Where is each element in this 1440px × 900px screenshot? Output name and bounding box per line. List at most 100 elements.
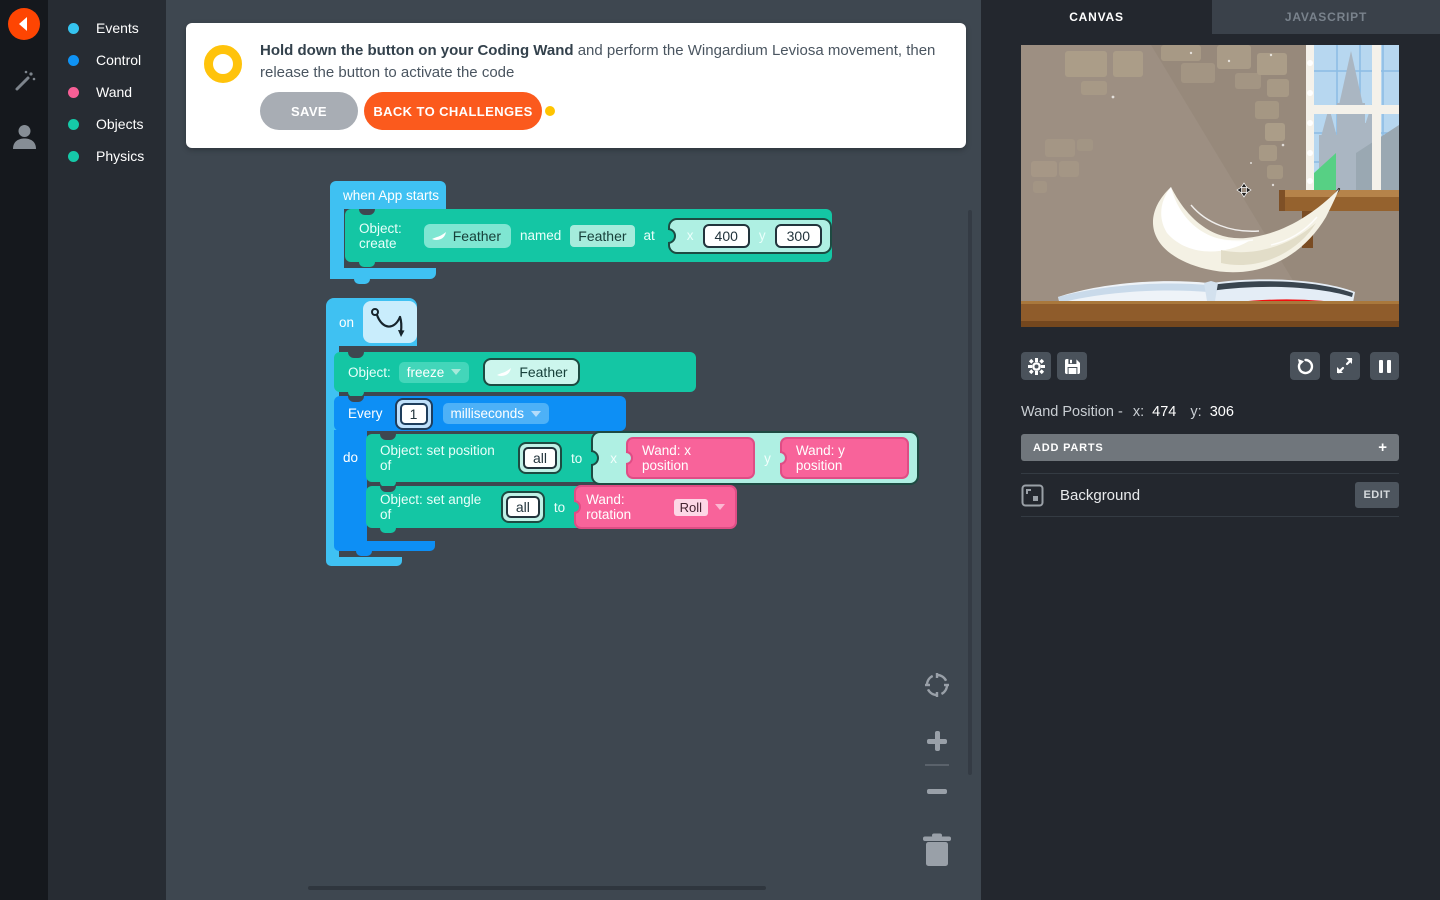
- challenge-instruction: Hold down the button on your Coding Wand…: [260, 40, 936, 84]
- chevron-down-icon: [531, 410, 542, 417]
- every-interval-block[interactable]: Every 1 milliseconds: [334, 396, 626, 431]
- gesture-chip[interactable]: [363, 301, 417, 343]
- named-label: named: [519, 228, 562, 243]
- center-view-button[interactable]: [924, 672, 950, 698]
- block-label: Object: set angle of: [380, 492, 482, 522]
- zoom-out-button[interactable]: [927, 788, 947, 794]
- magic-wand-icon: [15, 70, 36, 91]
- wand-x-position-chip[interactable]: Wand: x position: [626, 437, 756, 479]
- palette-item-control[interactable]: Control: [48, 48, 166, 72]
- palette-item-events[interactable]: Events: [48, 16, 166, 40]
- palette-item-label: Events: [96, 20, 139, 36]
- target-value: all: [523, 447, 558, 469]
- dropdown-value: Feather: [452, 227, 501, 244]
- kano-logo[interactable]: [8, 8, 40, 40]
- rotation-axis-dropdown[interactable]: Roll: [673, 498, 708, 516]
- objects-category-dot: [68, 118, 79, 130]
- object-name-field[interactable]: Feather: [570, 224, 635, 247]
- zoom-divider: [925, 764, 949, 766]
- connector-bump: [354, 279, 370, 284]
- chip-value: Wand: rotation: [586, 492, 632, 522]
- feather-icon: [431, 231, 446, 240]
- on-gesture-block[interactable]: on: [326, 298, 417, 346]
- tab-canvas[interactable]: CANVAS: [1069, 10, 1124, 24]
- when-app-starts-block[interactable]: when App starts: [330, 181, 446, 209]
- y-label: y: [758, 228, 766, 243]
- do-label: do: [342, 450, 359, 465]
- palette-item-physics[interactable]: Physics: [48, 144, 166, 168]
- add-parts-button[interactable]: ADD PARTS +: [1021, 434, 1399, 461]
- instruction-bold: Hold down the button on your Coding Wand: [260, 42, 574, 59]
- interval-unit-dropdown[interactable]: milliseconds: [442, 403, 550, 424]
- target-shield[interactable]: all: [518, 442, 563, 474]
- feather-object-chip[interactable]: Feather: [483, 358, 580, 386]
- connector-bump: [359, 262, 375, 267]
- code-workspace[interactable]: Hold down the button on your Coding Wand…: [166, 0, 981, 900]
- y-label: y:: [1190, 404, 1202, 420]
- x-value-field[interactable]: 400: [702, 223, 750, 248]
- connector-notch: [348, 396, 364, 402]
- save-button[interactable]: SAVE: [260, 92, 358, 130]
- divider: [1021, 516, 1399, 517]
- user-profile-button[interactable]: [0, 118, 48, 154]
- stage-pause-button[interactable]: [1370, 352, 1399, 380]
- set-position-block[interactable]: Object: set position of all to x Wand: x…: [366, 431, 919, 487]
- set-angle-block[interactable]: Object: set angle of all to Wand: rotati…: [366, 485, 737, 533]
- wand-tool-icon[interactable]: [0, 63, 48, 99]
- connector-notch: [380, 486, 396, 492]
- block-label: Object:: [348, 364, 391, 380]
- workspace-vertical-scrollbar[interactable]: [968, 210, 972, 775]
- on-block-foot: [326, 557, 402, 566]
- wand-y-value: 306: [1209, 404, 1234, 420]
- stage-settings-button[interactable]: [1021, 352, 1051, 380]
- physics-category-dot: [68, 150, 79, 162]
- stage-fullscreen-button[interactable]: [1330, 352, 1360, 380]
- connector-bump: [348, 392, 364, 397]
- chip-value: Feather: [519, 364, 568, 380]
- zoom-in-button[interactable]: [927, 731, 947, 751]
- challenge-progress-dot: [543, 104, 557, 118]
- edit-background-button[interactable]: EDIT: [1355, 482, 1399, 508]
- dropdown-value: milliseconds: [450, 406, 525, 421]
- workspace-horizontal-scrollbar[interactable]: [308, 886, 766, 890]
- y-value-field[interactable]: 300: [774, 223, 822, 248]
- feather-icon: [497, 368, 512, 376]
- to-label: to: [571, 450, 583, 466]
- socket-notch: [574, 500, 582, 514]
- plus-icon: +: [1378, 439, 1387, 456]
- block-label: Object: create: [359, 220, 402, 251]
- wand-rotation-chip[interactable]: Wand: rotation Roll: [574, 485, 737, 529]
- pause-icon: [1378, 359, 1391, 373]
- delete-block-dropzone[interactable]: [921, 832, 953, 866]
- palette-item-label: Objects: [96, 116, 144, 132]
- stage-save-button[interactable]: [1057, 352, 1087, 380]
- block-label: when App starts: [343, 187, 440, 203]
- add-parts-label: ADD PARTS: [1033, 441, 1104, 454]
- challenge-card: Hold down the button on your Coding Wand…: [186, 23, 966, 148]
- target-value: all: [505, 496, 540, 518]
- block-palette: Events Control Wand Objects Physics: [48, 0, 166, 900]
- freeze-action-dropdown[interactable]: freeze: [398, 361, 470, 383]
- palette-item-wand[interactable]: Wand: [48, 80, 166, 104]
- back-to-challenges-button[interactable]: BACK TO CHALLENGES: [364, 92, 542, 130]
- object-create-block[interactable]: Object: create Feather named Feather at …: [345, 209, 832, 267]
- connector-notch: [348, 352, 364, 358]
- interval-value-shield: 1: [394, 397, 433, 430]
- object-freeze-block[interactable]: Object: freeze Feather: [334, 352, 696, 397]
- canvas-stage[interactable]: [1021, 45, 1399, 327]
- palette-item-objects[interactable]: Objects: [48, 112, 166, 136]
- tab-javascript[interactable]: JAVASCRIPT: [1212, 0, 1440, 34]
- wand-y-position-chip[interactable]: Wand: y position: [779, 437, 909, 479]
- stage-restart-button[interactable]: [1290, 352, 1320, 380]
- gear-icon: [1027, 357, 1045, 375]
- object-type-dropdown[interactable]: Feather: [423, 223, 511, 248]
- interval-value-field[interactable]: 1: [399, 402, 428, 425]
- chevron-down-icon: [451, 369, 462, 375]
- challenge-ring-icon: [204, 45, 242, 83]
- target-shield[interactable]: all: [500, 491, 545, 523]
- divider: [1021, 473, 1399, 474]
- wand-category-dot: [68, 86, 79, 98]
- palette-item-label: Physics: [96, 148, 145, 164]
- part-row-background: Background EDIT: [1021, 480, 1399, 510]
- palette-item-label: Control: [96, 52, 142, 68]
